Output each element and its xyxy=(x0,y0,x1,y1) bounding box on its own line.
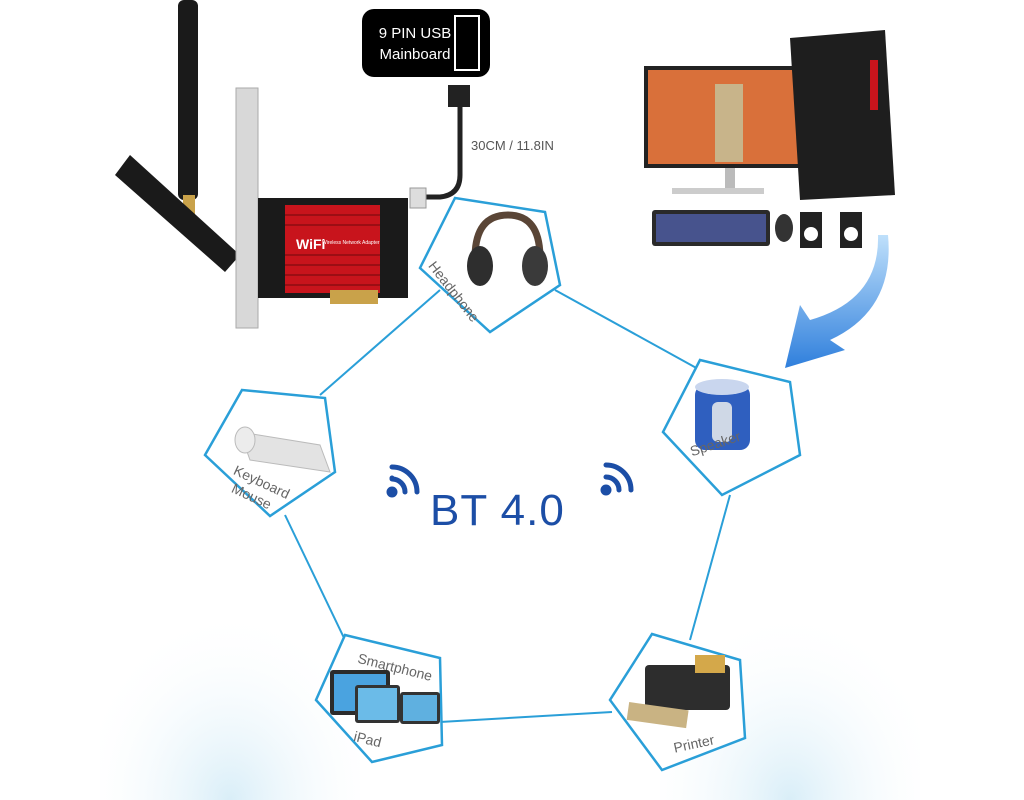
card-brand: WiFi xyxy=(296,236,326,252)
usb-badge-line1: 9 PIN USB xyxy=(378,25,452,42)
usb-mainboard-badge: 9 PIN USB Mainboard xyxy=(362,9,490,77)
usb-connector xyxy=(448,85,470,107)
bg-glow-left xyxy=(100,480,360,800)
tablet-phone-icon xyxy=(330,670,440,724)
usb-badge-line2: Mainboard xyxy=(379,46,451,63)
usb-cable xyxy=(420,105,463,200)
printer-icon xyxy=(626,655,730,729)
cable-length: 30CM / 11.8IN xyxy=(471,138,554,153)
network-lines xyxy=(284,289,731,723)
signal-right-icon xyxy=(600,462,634,496)
card-subtitle: Wireless Network Adapter xyxy=(322,240,380,246)
pin-header-icon xyxy=(454,15,480,71)
speaker-icon xyxy=(695,379,750,450)
bluetooth-version: BT 4.0 xyxy=(430,486,565,535)
arrow-icon xyxy=(785,235,889,368)
headphone-icon xyxy=(467,211,548,286)
antenna-icon xyxy=(115,0,240,272)
gaming-pc-image xyxy=(644,30,895,248)
pci-bracket xyxy=(235,87,259,329)
signal-left-icon xyxy=(386,464,420,498)
keyboard-mouse-icon xyxy=(234,426,331,473)
wifi-card-image xyxy=(258,198,408,304)
